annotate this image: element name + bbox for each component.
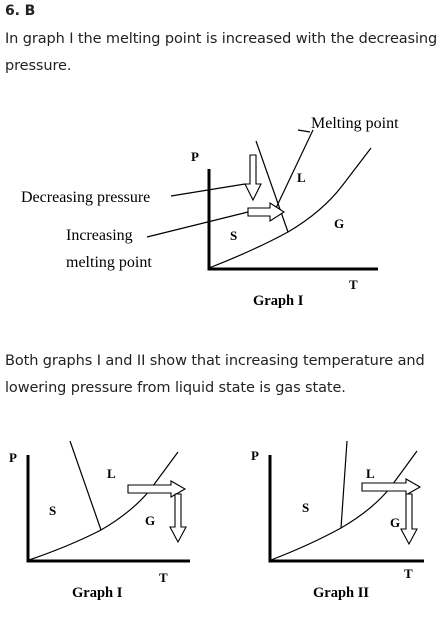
axis-p-label-2: P	[251, 448, 259, 463]
decreasing-pressure-label: Decreasing pressure	[21, 189, 150, 206]
liquid-region-label-1: L	[107, 466, 116, 481]
right-arrow	[247, 201, 286, 223]
solid-region-label-2: S	[302, 500, 309, 515]
callout-decreasing	[170, 183, 246, 197]
graph-2-caption: Graph II	[313, 585, 369, 601]
graph-2: P T S L G Graph II	[251, 440, 424, 601]
right-arrow-2	[361, 478, 422, 496]
phase-boundary-curve	[208, 147, 372, 269]
explanation-paragraph-2: Both graphs I and II show that increasin…	[5, 353, 425, 396]
increasing-label: Increasing	[66, 227, 133, 244]
melting-point-label-2: melting point	[66, 254, 152, 271]
axes-figure-1	[207, 169, 378, 271]
gas-region-label-1: G	[145, 513, 155, 528]
graph-1: P T S L G Graph I	[9, 440, 190, 601]
question-number: 6. B	[5, 3, 36, 19]
down-arrow-2	[400, 493, 418, 546]
explanation-paragraph-1: In graph I the melting point is increase…	[5, 31, 438, 74]
down-arrow	[244, 154, 262, 202]
axis-p-label-1: P	[9, 450, 17, 465]
gas-region-label: G	[334, 216, 344, 231]
axis-p-label: P	[191, 149, 199, 164]
callout-melting	[297, 129, 311, 133]
axis-t-label-2: T	[404, 566, 413, 581]
gas-region-label-2: G	[390, 515, 400, 530]
melting-point-label: Melting point	[311, 115, 399, 132]
down-arrow-1	[169, 493, 187, 544]
melting-line-1	[69, 440, 102, 531]
axes-graph-1	[26, 455, 190, 563]
phase-diagram-figure-1: Melting point Decreasing pressure Increa…	[21, 115, 399, 309]
solid-region-label: S	[230, 228, 237, 243]
axis-t-label: T	[349, 277, 358, 292]
right-arrow-1	[127, 480, 187, 498]
axis-t-label-1: T	[159, 570, 168, 585]
liquid-region-label-2: L	[366, 466, 375, 481]
figure-1-caption: Graph I	[253, 293, 304, 309]
solid-region-label-1: S	[49, 503, 56, 518]
melting-line	[255, 140, 289, 233]
melting-line-reference	[275, 129, 314, 209]
axes-graph-2	[268, 455, 424, 563]
graph-1-caption: Graph I	[72, 585, 123, 601]
phase-boundary-curve-2	[270, 450, 418, 561]
liquid-region-label: L	[297, 170, 306, 185]
melting-line-2	[340, 440, 348, 529]
callout-increasing	[146, 211, 249, 238]
